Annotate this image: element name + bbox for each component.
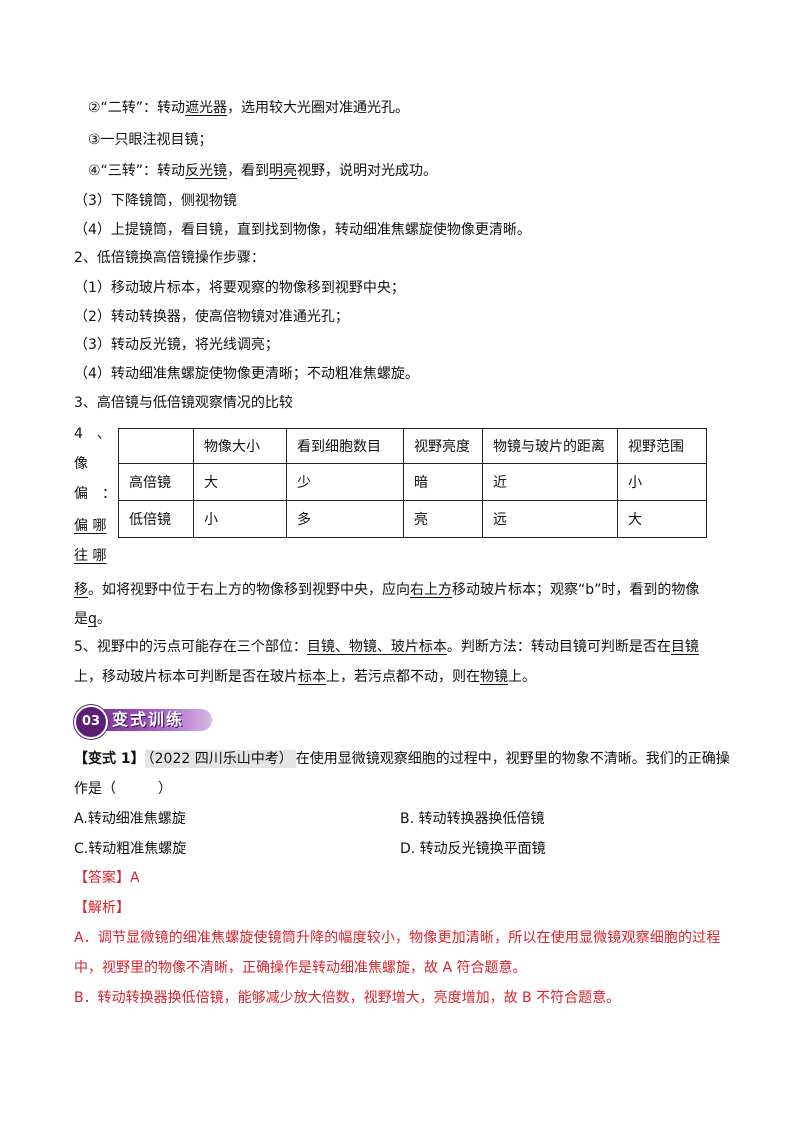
term-upper-right: 右上方 [410, 582, 452, 598]
point-5-cont: 上，移动玻片标本可判断是否在玻片标本上，若污点都不动，则在物镜上。 [74, 669, 536, 685]
option-a: A.转动细准焦螺旋 [74, 811, 186, 827]
table-cell: 小 [617, 463, 707, 501]
table-row: 低倍镜 小 多 亮 远 大 [118, 500, 707, 538]
option-b: B. 转动转换器换低倍镜 [400, 811, 545, 827]
section-3-title: 3、高倍镜与低倍镜观察情况的比较 [74, 395, 293, 411]
table-header-cell: 看到细胞数目 [286, 428, 404, 464]
table-cell: 近 [482, 463, 618, 501]
table-cell: 高倍镜 [118, 463, 194, 501]
section-2-title: 2、低倍镜换高倍镜操作步骤： [74, 250, 265, 266]
table-cell: 暗 [403, 463, 483, 501]
option-d: D. 转动反光镜换平面镜 [400, 841, 546, 857]
table-header-row: 物像大小 看到细胞数目 视野亮度 物镜与玻片的距离 视野范围 [118, 428, 707, 464]
section-4-number: 4 、 [74, 426, 111, 442]
table-header-cell [118, 428, 194, 464]
banner-title: 变式训练 [112, 710, 185, 729]
option-c: C.转动粗准焦螺旋 [74, 841, 187, 857]
question-stem-cont: 作是（ ） [74, 781, 172, 797]
term-bright: 明亮 [269, 163, 298, 179]
move-rule: 移。如将视野中位于右上方的物像移到视野中央，应向右上方移动玻片标本；观察“b”时… [74, 582, 700, 598]
section-4-char: 往 哪 [74, 548, 107, 564]
analysis-a-line1: A．调节显微镜的细准焦螺旋使镜筒升降的幅度较小，物像更加清晰，所以在使用显微镜观… [74, 930, 721, 946]
analysis-b-line: B．转动转换器换低倍镜，能够减少放大倍数，视野增大，亮度增加，故 B 不符合题意… [74, 990, 621, 1006]
answer-label: 【答案】A [74, 870, 140, 886]
table-cell: 大 [617, 500, 707, 538]
table-header-cell: 物像大小 [193, 428, 287, 464]
table-header-cell: 物镜与玻片的距离 [482, 428, 618, 464]
move-rule-cont: 是q。 [74, 611, 111, 627]
table-cell: 低倍镜 [118, 500, 194, 538]
question-label: 【变式 1】 [74, 751, 145, 767]
step-second-turn: ②“二转”：转动遮光器，选用较大光圈对准通光孔。 [88, 100, 410, 116]
section-4-char: 偏 哪 [74, 518, 107, 534]
section-2-step-1: （1）移动玻片标本，将要观察的物像移到视野中央； [74, 280, 405, 296]
table-cell: 大 [193, 463, 287, 501]
analysis-label: 【解析】 [74, 900, 130, 916]
question-source: （2022 四川乐山中考） [144, 750, 296, 768]
table-cell: 小 [193, 500, 287, 538]
table-cell: 少 [286, 463, 404, 501]
section-4-char: 偏 ： [74, 486, 116, 502]
question-stem: 【变式 1】（2022 四川乐山中考）在使用显微镜观察细胞的过程中，视野里的物象… [74, 750, 730, 768]
term-locations: 目镜、物镜、玻片标本 [306, 639, 447, 655]
table-cell: 亮 [403, 500, 483, 538]
step-lower-tube: （3）下降镜筒，侧视物镜 [74, 193, 237, 209]
section-2-step-3: （3）转动反光镜，将光线调亮； [74, 337, 279, 353]
table-cell: 多 [286, 500, 404, 538]
step-raise-tube: （4）上提镜筒，看目镜，直到找到物像，转动细准焦螺旋使物像更清晰。 [74, 222, 531, 238]
banner-pill [84, 709, 212, 731]
term-mirror: 反光镜 [185, 163, 228, 179]
step-eye: ③一只眼注视目镜； [88, 132, 213, 148]
section-2-step-4: （4）转动细准焦螺旋使物像更清晰；不动粗准焦螺旋。 [74, 366, 419, 382]
term-diaphragm: 遮光器 [185, 100, 228, 116]
banner-badge: 03 [74, 705, 108, 739]
comparison-table: 物像大小 看到细胞数目 视野亮度 物镜与玻片的距离 视野范围 高倍镜 大 少 暗… [118, 428, 707, 538]
table-cell: 远 [482, 500, 618, 538]
section-4-char: 像 [74, 456, 88, 472]
step-third-turn: ④“三转”：转动反光镜，看到明亮视野，说明对光成功。 [88, 163, 438, 179]
point-5: 5、视野中的污点可能存在三个部位：目镜、物镜、玻片标本。判断方法：转动目镜可判断… [74, 639, 699, 655]
section-banner: 03 变式训练 [74, 705, 244, 739]
analysis-a-line2: 中，视野里的物像不清晰，正确操作是转动细准焦螺旋，故 A 符合题意。 [74, 960, 527, 976]
table-header-cell: 视野范围 [617, 428, 707, 464]
section-2-step-2: （2）转动转换器，使高倍物镜对准通光孔； [74, 309, 349, 325]
table-header-cell: 视野亮度 [403, 428, 483, 464]
table-row: 高倍镜 大 少 暗 近 小 [118, 463, 707, 501]
